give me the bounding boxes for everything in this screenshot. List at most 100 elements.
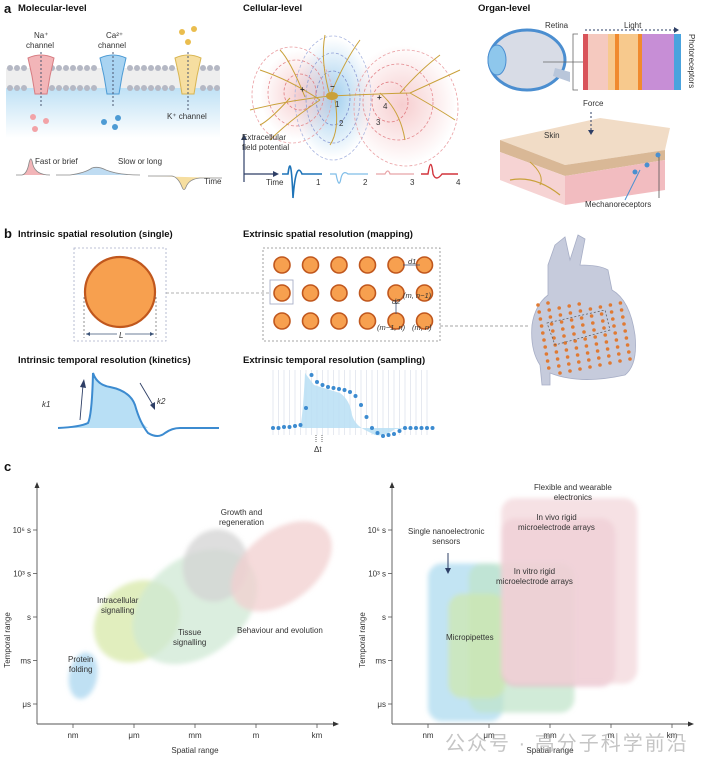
y-axis-label: Temporal range xyxy=(358,612,367,668)
temporal-resolution-illustration xyxy=(57,370,435,443)
sample-point xyxy=(282,425,286,429)
trace-time-label: Time xyxy=(266,178,284,187)
photoreceptors-label: Photoreceptors xyxy=(687,34,696,89)
sample-point xyxy=(381,434,385,438)
electrode-4-label: 4 xyxy=(383,102,388,111)
heart-electrode xyxy=(604,340,609,344)
array-electrode xyxy=(330,312,348,330)
heart-electrode xyxy=(537,310,541,314)
fast-brief-label: Fast or brief xyxy=(35,157,78,166)
heart-electrode xyxy=(608,361,612,365)
sample-point xyxy=(370,426,374,430)
sample-point xyxy=(386,433,391,437)
heart-electrode xyxy=(557,364,561,368)
heart-electrode xyxy=(558,371,562,375)
retina-label: Retina xyxy=(545,21,569,30)
heart-electrode xyxy=(567,304,571,308)
sample-point xyxy=(304,406,308,410)
heart-electrode xyxy=(614,338,619,342)
heart-electrode xyxy=(625,343,630,347)
x-tick-label: μm xyxy=(128,731,140,740)
cellular-level-title: Cellular-level xyxy=(243,3,303,14)
trace-4-label: 4 xyxy=(456,178,461,187)
k2-label: k2 xyxy=(157,397,166,406)
time-label: Time xyxy=(204,177,222,186)
x-axis-label: Spatial range xyxy=(526,746,574,755)
sample-point xyxy=(320,383,325,387)
sample-point xyxy=(331,386,336,390)
electrode-3-label: 3 xyxy=(376,118,381,127)
heart-electrode xyxy=(579,316,584,320)
heart-electrode-dots xyxy=(536,301,632,375)
sample-point xyxy=(315,380,319,384)
index-m-n: (m, n) xyxy=(412,323,432,332)
heart-electrode xyxy=(612,324,616,328)
sample-point xyxy=(375,431,380,435)
x-tick-label: mm xyxy=(188,731,202,740)
ca-channel-icon xyxy=(99,52,127,130)
molecular-level-title: Molecular-level xyxy=(18,3,87,14)
region-behaviour-and-evolution xyxy=(231,521,332,612)
heart-electrode xyxy=(595,349,600,353)
x-tick-label: μm xyxy=(483,731,495,740)
heart-electrode xyxy=(555,357,560,361)
sampling-points xyxy=(271,373,435,438)
organ-level-title: Organ-level xyxy=(478,3,531,14)
array-electrode xyxy=(358,256,377,274)
delta-t-label: Δt xyxy=(314,445,322,454)
sample-point xyxy=(392,432,396,436)
heart-electrode xyxy=(549,322,554,326)
sample-point xyxy=(430,426,435,430)
sample-point xyxy=(271,426,275,430)
heart-electrode xyxy=(628,357,632,361)
panel-c-letter: c xyxy=(4,459,12,474)
array-electrode xyxy=(387,256,405,274)
heart-electrode xyxy=(608,303,613,307)
heart-electrode xyxy=(588,365,592,369)
array-electrode xyxy=(273,284,291,302)
y-tick-label: ms xyxy=(20,657,31,666)
sample-point xyxy=(364,415,369,419)
heart-electrode xyxy=(565,355,570,359)
d2-label: d2 xyxy=(392,297,401,306)
heart-electrode xyxy=(585,351,590,355)
heart-electrode xyxy=(618,359,622,363)
x-tick-label: mm xyxy=(543,731,557,740)
sample-point xyxy=(425,426,429,430)
sample-point xyxy=(342,388,347,392)
heart-electrode xyxy=(582,330,586,334)
heart-electrode xyxy=(589,314,594,318)
eye-icon xyxy=(487,28,583,92)
length-label: L xyxy=(117,331,126,340)
extrinsic-temporal-title: Extrinsic temporal resolution (sampling) xyxy=(243,355,426,366)
heart-electrode xyxy=(597,356,601,360)
heart-electrode xyxy=(562,334,566,338)
region-label: Intracellular signalling xyxy=(97,596,139,615)
heart-electrode xyxy=(539,324,544,328)
k1-label: k1 xyxy=(42,400,51,409)
neuron-field-illustration xyxy=(241,34,461,199)
sample-point xyxy=(326,385,330,389)
heart-electrode xyxy=(587,358,591,362)
heart-electrode xyxy=(558,313,563,317)
na-channel-label: Na⁺ xyxy=(34,31,49,40)
heart-electrode xyxy=(542,338,546,342)
heart-electrode xyxy=(599,312,604,316)
sample-point xyxy=(298,423,303,427)
heart-electrode xyxy=(559,320,564,324)
panel-a-letter: a xyxy=(4,1,12,16)
trace-1-label: 1 xyxy=(316,178,321,187)
region-label: In vitro rigid microelectrode arrays xyxy=(496,567,573,586)
trace-3-label: 3 xyxy=(410,178,415,187)
sample-point xyxy=(287,425,292,429)
heart-electrode xyxy=(593,335,597,339)
x-tick-label: km xyxy=(667,731,678,740)
heart-electrode xyxy=(627,350,631,354)
array-electrode xyxy=(330,256,348,274)
region-label: Flexible and wearable electronics xyxy=(534,483,612,502)
heart-electrode xyxy=(548,315,553,319)
skin-icon xyxy=(500,112,670,205)
heart-electrode xyxy=(575,353,580,357)
